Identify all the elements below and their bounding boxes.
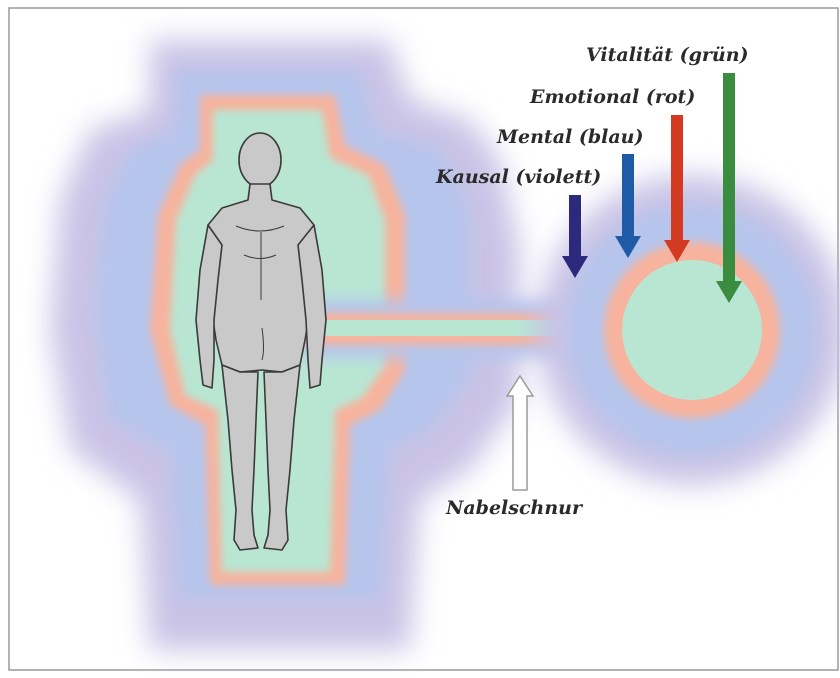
nabelschnur-label: Nabelschnur: [446, 497, 582, 519]
kausal-label: Kausal (violett): [436, 166, 601, 188]
emotional-label: Emotional (rot): [530, 86, 695, 108]
figure-head: [239, 133, 281, 187]
mental-label: Mental (blau): [497, 126, 643, 148]
sphere-aura: [537, 175, 840, 485]
vitalitaet-label: Vitalität (grün): [586, 44, 749, 66]
